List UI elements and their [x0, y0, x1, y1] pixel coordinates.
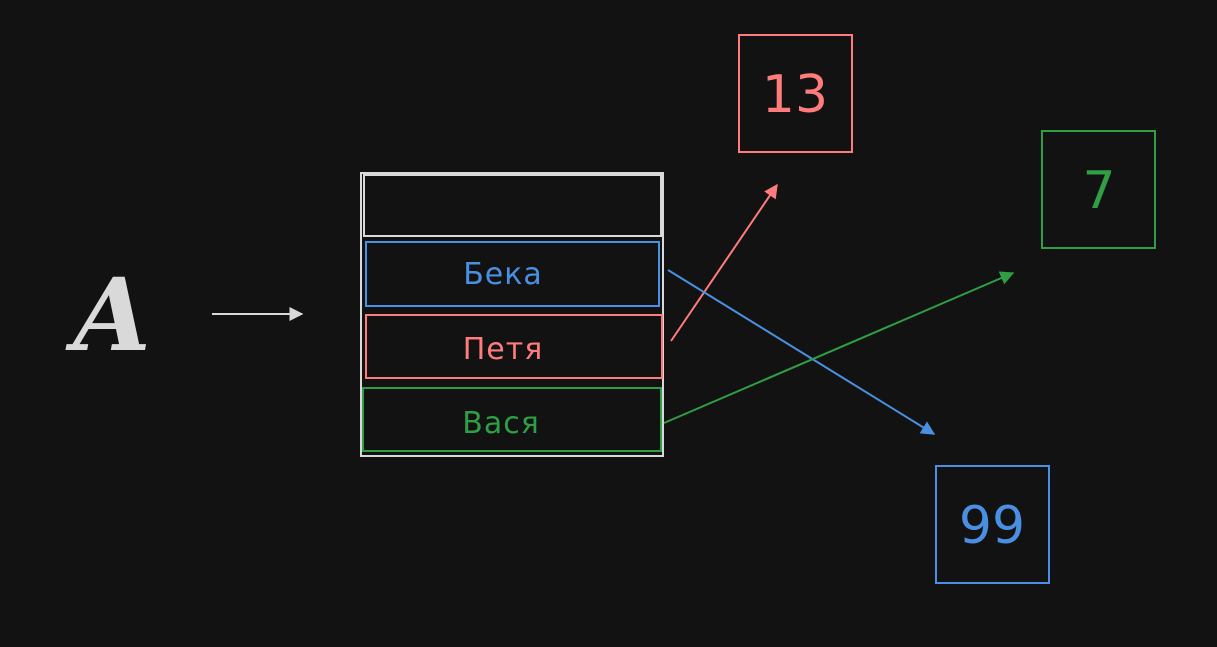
array-cell-beka-label: Бека	[463, 257, 543, 292]
value-box-7	[1041, 130, 1156, 249]
array-cell-petya	[365, 314, 663, 379]
arrow-vasya-to-7	[663, 271, 1015, 424]
array-cell-vasya	[362, 387, 662, 452]
arrow-petya-to-13	[670, 183, 778, 342]
value-99-text: 99	[959, 496, 1025, 556]
array-cell-empty	[363, 174, 662, 237]
variable-label: A	[65, 256, 151, 374]
array-cell-petya-label: Петя	[463, 332, 544, 367]
array-cell-beka	[365, 241, 660, 307]
value-box-99	[935, 465, 1050, 584]
array-cell-vasya-label: Вася	[462, 406, 540, 441]
value-13-text: 13	[762, 65, 828, 125]
value-7-text: 7	[1082, 161, 1115, 221]
arrow-beka-to-99	[667, 269, 936, 435]
value-box-13	[738, 34, 853, 153]
